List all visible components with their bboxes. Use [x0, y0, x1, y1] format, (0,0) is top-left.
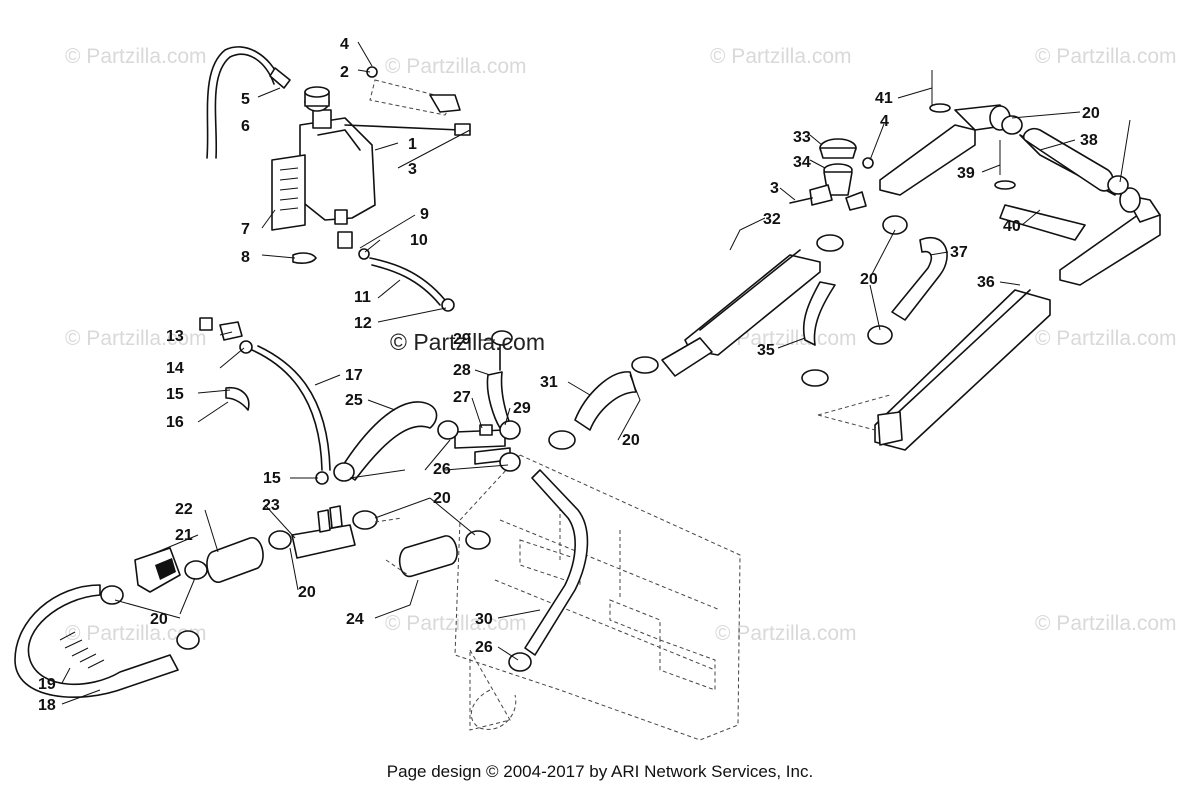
callout-15: 15: [263, 470, 281, 487]
callout-28: 28: [453, 362, 471, 379]
watermark: © Partzilla.com: [1035, 45, 1177, 68]
callout-5: 5: [241, 91, 250, 108]
callout-22: 22: [175, 501, 193, 518]
callout-30: 30: [475, 611, 493, 628]
callout-26: 26: [433, 461, 451, 478]
hose-clamps-right: [548, 115, 1129, 450]
callout-38: 38: [1080, 132, 1098, 149]
callout-18: 18: [38, 697, 56, 714]
callout-3: 3: [770, 180, 779, 197]
callout-31: 31: [540, 374, 558, 391]
hose-17: [251, 349, 323, 471]
callout-8: 8: [241, 249, 250, 266]
callout-20: 20: [298, 584, 316, 601]
watermark: © Partzilla.com: [65, 45, 207, 68]
callout-4: 4: [340, 36, 349, 53]
callout-4: 4: [880, 113, 889, 130]
callout-14: 14: [166, 360, 184, 377]
heat-exchanger-upper: [879, 70, 1161, 286]
callout-35: 35: [757, 342, 775, 359]
firewall-panel: [454, 454, 741, 741]
hose-35: [802, 281, 836, 346]
callout-15: 15: [166, 386, 184, 403]
callout-17: 17: [345, 367, 363, 384]
callout-41: 41: [875, 90, 893, 107]
hose-30: [524, 469, 589, 656]
hose-25: [339, 401, 438, 481]
callout-20: 20: [150, 611, 168, 628]
callout-33: 33: [793, 129, 811, 146]
callout-9: 9: [420, 206, 429, 223]
callout-1: 1: [408, 136, 417, 153]
vent-hose: [206, 46, 281, 159]
callout-29: 29: [453, 331, 471, 348]
callout-3: 3: [408, 161, 417, 178]
callout-29: 29: [513, 400, 531, 417]
callout-7: 7: [241, 221, 250, 238]
callout-12: 12: [354, 315, 372, 332]
callout-23: 23: [262, 497, 280, 514]
callout-26: 26: [475, 639, 493, 656]
watermark: © Partzilla.com: [385, 55, 527, 78]
coolant-reservoir: [271, 66, 471, 231]
callout-20: 20: [433, 490, 451, 507]
watermark: © Partzilla.com: [1035, 612, 1177, 635]
watermark-center: © Partzilla.com: [390, 329, 545, 355]
callout-34: 34: [793, 154, 811, 171]
callout-19: 19: [38, 676, 56, 693]
callout-6: 6: [241, 118, 250, 135]
watermark: © Partzilla.com: [715, 622, 857, 645]
callout-25: 25: [345, 392, 363, 409]
bellows-19: [59, 631, 105, 669]
callout-37: 37: [950, 244, 968, 261]
callout-11: 11: [354, 289, 371, 306]
hose-24: [398, 535, 458, 578]
t-fitting-23: [291, 524, 356, 559]
hose-fitting: [269, 67, 291, 89]
hose-22: [206, 537, 264, 583]
hose-clamps-mid: [100, 420, 532, 672]
callout-13: 13: [166, 328, 184, 345]
watermark: © Partzilla.com: [1035, 327, 1177, 350]
watermark: © Partzilla.com: [65, 327, 207, 350]
callout-20: 20: [860, 271, 878, 288]
callout-2: 2: [340, 64, 349, 81]
hose-37: [891, 237, 948, 321]
bleeder-fitting: [199, 317, 253, 411]
watermark: © Partzilla.com: [710, 45, 852, 68]
heat-exchanger-36: [874, 289, 1051, 451]
callout-32: 32: [763, 211, 781, 228]
callout-labels: 4 2 5 6 1 3 7 9 10 8 11 12 41 4 20 38 33…: [38, 36, 1100, 714]
watermark: © Partzilla.com: [65, 622, 207, 645]
hose-31: [574, 371, 637, 431]
leader-lines: [61, 41, 1131, 705]
overflow-hose: [292, 231, 455, 312]
watermark: © Partzilla.com: [715, 327, 857, 350]
callout-10: 10: [410, 232, 428, 249]
callout-36: 36: [977, 274, 995, 291]
callout-40: 40: [1003, 218, 1021, 235]
callout-16: 16: [166, 414, 184, 431]
copyright-footer: Page design © 2004-2017 by ARI Network S…: [386, 762, 814, 781]
callout-39: 39: [957, 165, 975, 182]
callout-24: 24: [346, 611, 364, 628]
callout-20: 20: [1082, 105, 1100, 122]
callout-20: 20: [622, 432, 640, 449]
radiator-cap-assembly: [789, 138, 874, 211]
callout-27: 27: [453, 389, 471, 406]
callout-21: 21: [175, 527, 193, 544]
hose-18: [14, 584, 179, 698]
